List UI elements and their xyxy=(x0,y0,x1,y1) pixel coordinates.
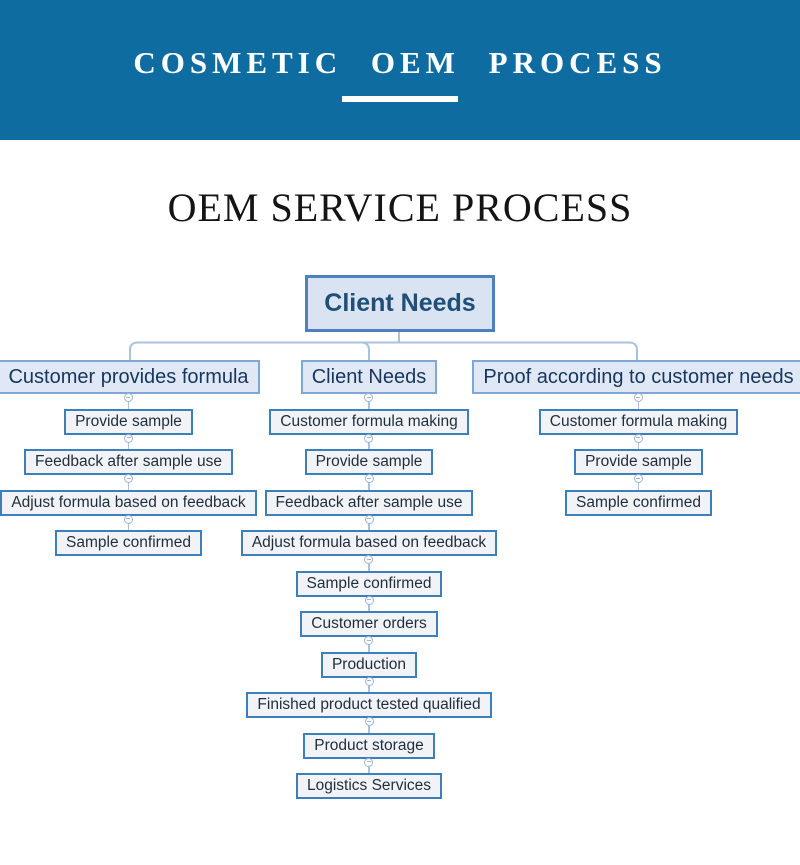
collapse-dot-icon xyxy=(124,433,133,443)
flow-step: Product storage xyxy=(303,732,435,759)
flow-step-row: Customer formula making xyxy=(269,393,469,435)
flow-step: Sample confirmed xyxy=(55,530,202,556)
collapse-dot-icon xyxy=(364,555,374,564)
collapse-dot-icon xyxy=(364,757,374,767)
flow-column-left: Customer provides formula Provide sample… xyxy=(0,360,260,556)
connector xyxy=(269,393,468,409)
flow-step: Sample confirmed xyxy=(565,489,712,516)
connector xyxy=(296,555,443,571)
flow-step: Finished product tested qualified xyxy=(246,692,492,718)
connector xyxy=(321,636,417,652)
connector xyxy=(565,474,712,490)
flow-step-row: Adjust formula based on feedback xyxy=(240,514,498,556)
collapse-dot-icon xyxy=(123,514,133,524)
flow-step: Customer formula making xyxy=(538,408,739,435)
collapse-dot-icon xyxy=(364,636,374,645)
collapse-dot-icon xyxy=(364,514,374,524)
flow-step-row: Provide sample xyxy=(304,433,434,475)
flow-step-row: Feedback after sample use xyxy=(264,474,474,516)
collapse-dot-icon xyxy=(364,676,374,686)
connector xyxy=(539,393,738,409)
collapse-dot-icon xyxy=(123,393,133,402)
connector xyxy=(265,474,474,490)
flow-step-row: Sample confirmed xyxy=(295,555,443,597)
collapse-dot-icon xyxy=(633,433,643,443)
flow-step: Production xyxy=(320,651,418,678)
flow-step-row: Finished product tested qualified xyxy=(246,676,492,718)
banner-title: COSMETIC OEM PROCESS xyxy=(133,44,667,80)
flow-step-row: Logistics Services xyxy=(295,757,443,799)
flow-root-node: Client Needs xyxy=(305,275,495,332)
flow-column-middle: Client Needs Customer formula making Pro… xyxy=(240,360,498,799)
flow-step-row: Provide sample xyxy=(574,433,703,475)
connector xyxy=(241,514,497,530)
flow-step: Adjust formula based on feedback xyxy=(240,530,498,556)
collapse-dot-icon xyxy=(633,393,643,402)
collapse-dot-icon xyxy=(364,433,374,443)
collapse-dot-icon xyxy=(124,474,133,483)
flow-step-row: Sample confirmed xyxy=(565,474,712,516)
collapse-dot-icon xyxy=(364,717,374,726)
flow-column-right: Proof according to customer needs Custom… xyxy=(472,360,800,516)
flow-step: Provide sample xyxy=(574,449,703,475)
connector xyxy=(24,433,233,449)
flow-step: Feedback after sample use xyxy=(24,449,233,475)
flow-step: Adjust formula based on feedback xyxy=(0,489,257,516)
flow-step-row: Feedback after sample use xyxy=(24,433,233,475)
flow-step-row: Customer formula making xyxy=(538,393,739,435)
connector xyxy=(246,676,491,692)
banner-underline xyxy=(342,95,458,102)
flow-step: Customer orders xyxy=(300,611,438,637)
flow-step-row: Product storage xyxy=(303,717,435,759)
collapse-dot-icon xyxy=(364,393,374,402)
flow-step: Provide sample xyxy=(304,449,434,475)
flow-step: Customer formula making xyxy=(269,408,469,435)
flow-branch-header: Customer provides formula xyxy=(0,360,260,394)
collapse-dot-icon xyxy=(633,474,643,483)
flow-step: Provide sample xyxy=(64,408,193,435)
connector xyxy=(303,717,434,733)
collapse-dot-icon xyxy=(364,474,374,483)
connector xyxy=(296,757,442,773)
header-banner: COSMETIC OEM PROCESS xyxy=(0,0,800,140)
flow-step-row: Adjust formula based on feedback xyxy=(0,474,257,516)
flow-step-row: Provide sample xyxy=(64,393,193,435)
connector xyxy=(64,393,193,409)
collapse-dot-icon xyxy=(364,595,374,605)
connector xyxy=(305,433,434,449)
flow-step: Feedback after sample use xyxy=(264,489,474,516)
flow-branch-header: Client Needs xyxy=(300,360,438,394)
flow-step-row: Customer orders xyxy=(300,595,438,637)
flow-step: Logistics Services xyxy=(295,773,443,799)
flow-branch-header: Proof according to customer needs xyxy=(472,360,800,394)
flow-step-row: Production xyxy=(320,636,418,678)
connector xyxy=(55,514,202,530)
section-title: OEM SERVICE PROCESS xyxy=(167,185,633,230)
connector xyxy=(574,433,703,449)
connector xyxy=(0,474,256,490)
flow-step-row: Sample confirmed xyxy=(55,514,202,556)
flow-step: Sample confirmed xyxy=(295,570,443,597)
connector xyxy=(300,595,437,611)
